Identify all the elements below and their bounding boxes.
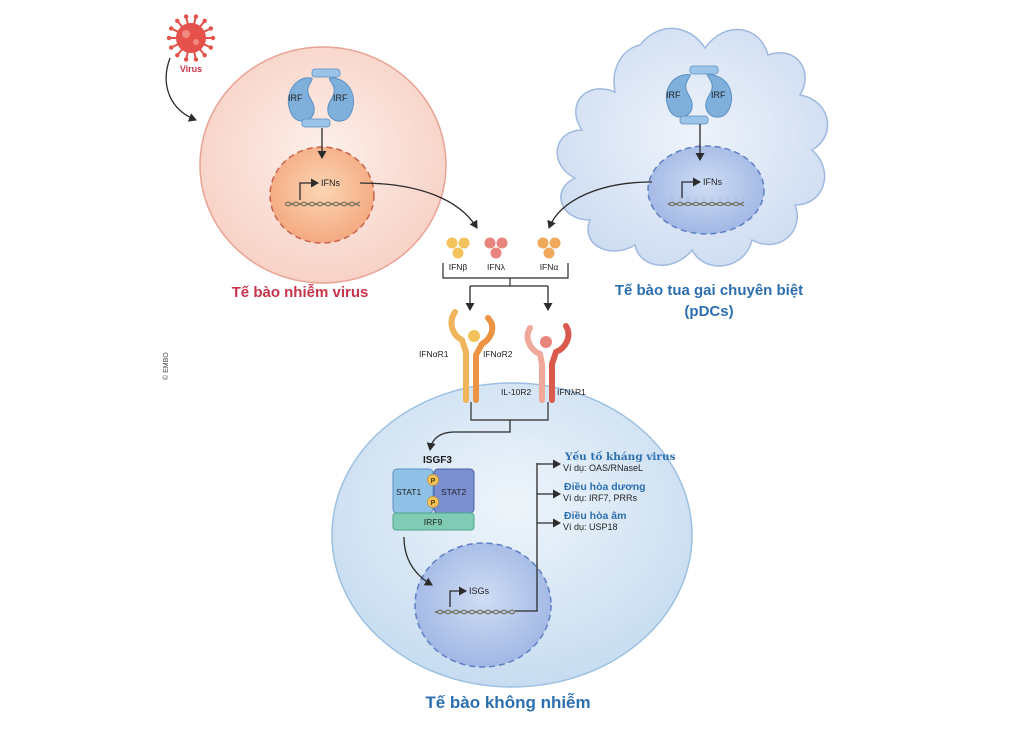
outcome-example: Ví dụ: USP18 bbox=[563, 522, 618, 532]
stat2-label: STAT2 bbox=[441, 487, 466, 497]
ifn-beta-icon bbox=[446, 237, 470, 259]
outcome-example: Ví dụ: OAS/RNaseL bbox=[563, 463, 643, 473]
stat1-label: STAT1 bbox=[396, 487, 421, 497]
ifnar-receptor-icon bbox=[448, 309, 496, 403]
ifnlr1-label: IFNλR1 bbox=[557, 387, 586, 397]
ifnar1-label: IFNαR1 bbox=[419, 349, 449, 359]
irf9-block bbox=[392, 512, 475, 531]
infected-cell-title: Tế bào nhiễm virus bbox=[232, 284, 369, 301]
irf-label: IRF bbox=[666, 90, 681, 100]
ifn-lambda-icon bbox=[484, 237, 508, 259]
virus-label: Virus bbox=[180, 64, 202, 74]
dna-strand bbox=[285, 200, 360, 208]
irf-label: IRF bbox=[711, 90, 726, 100]
ifnar2-label: IFNαR2 bbox=[483, 349, 513, 359]
dna-strand bbox=[435, 607, 515, 615]
irf-dimer-icon bbox=[288, 68, 354, 128]
irf-dimer-icon bbox=[666, 65, 732, 125]
outcome-title: Điều hòa dương bbox=[564, 481, 646, 493]
irf-label: IRF bbox=[288, 93, 303, 103]
isgf3-label: ISGF3 bbox=[423, 455, 452, 466]
ifn-lambda-label: IFNλ bbox=[487, 262, 506, 272]
uninfected-cell-title: Tế bào không nhiễm bbox=[425, 693, 590, 712]
phospho-label: P bbox=[431, 500, 436, 507]
outcome-example: Ví dụ: IRF7, PRRs bbox=[563, 493, 638, 503]
infected-cell: IRF IRF IFNs bbox=[199, 46, 447, 284]
pdc-cell: IRF IRF IFNs bbox=[556, 27, 829, 267]
ifn-beta-label: IFNβ bbox=[449, 262, 468, 272]
irf-label: IRF bbox=[333, 93, 348, 103]
pdc-cell-title-line1: Tế bào tua gai chuyên biệt bbox=[615, 282, 803, 299]
outcome-title: Yếu tố kháng virus bbox=[564, 450, 676, 463]
uninfected-nucleus bbox=[414, 542, 552, 668]
credit-label: © EMBO bbox=[162, 352, 170, 380]
dna-strand bbox=[668, 198, 744, 206]
virus-icon bbox=[166, 14, 216, 62]
ifn-alpha-icon bbox=[537, 237, 561, 259]
pdc-cell-title-line2: (pDCs) bbox=[684, 303, 733, 320]
phospho-label: P bbox=[431, 478, 436, 485]
gene-label: IFNs bbox=[321, 178, 340, 188]
outcome-title: Điều hòa âm bbox=[564, 510, 626, 522]
ifnlr-receptor-icon bbox=[524, 323, 572, 403]
pdc-nucleus bbox=[647, 145, 765, 235]
ifn-alpha-label: IFNα bbox=[540, 262, 559, 272]
gene-label: IFNs bbox=[703, 177, 722, 187]
gene-label: ISGs bbox=[469, 586, 490, 596]
infected-nucleus bbox=[269, 146, 375, 244]
il10r2-label: IL-10R2 bbox=[501, 387, 532, 397]
uninfected-cell bbox=[331, 382, 693, 688]
irf9-label: IRF9 bbox=[424, 517, 443, 527]
phospho-icon bbox=[427, 474, 439, 486]
isgf3-complex bbox=[392, 468, 475, 531]
phospho-icon bbox=[427, 496, 439, 508]
